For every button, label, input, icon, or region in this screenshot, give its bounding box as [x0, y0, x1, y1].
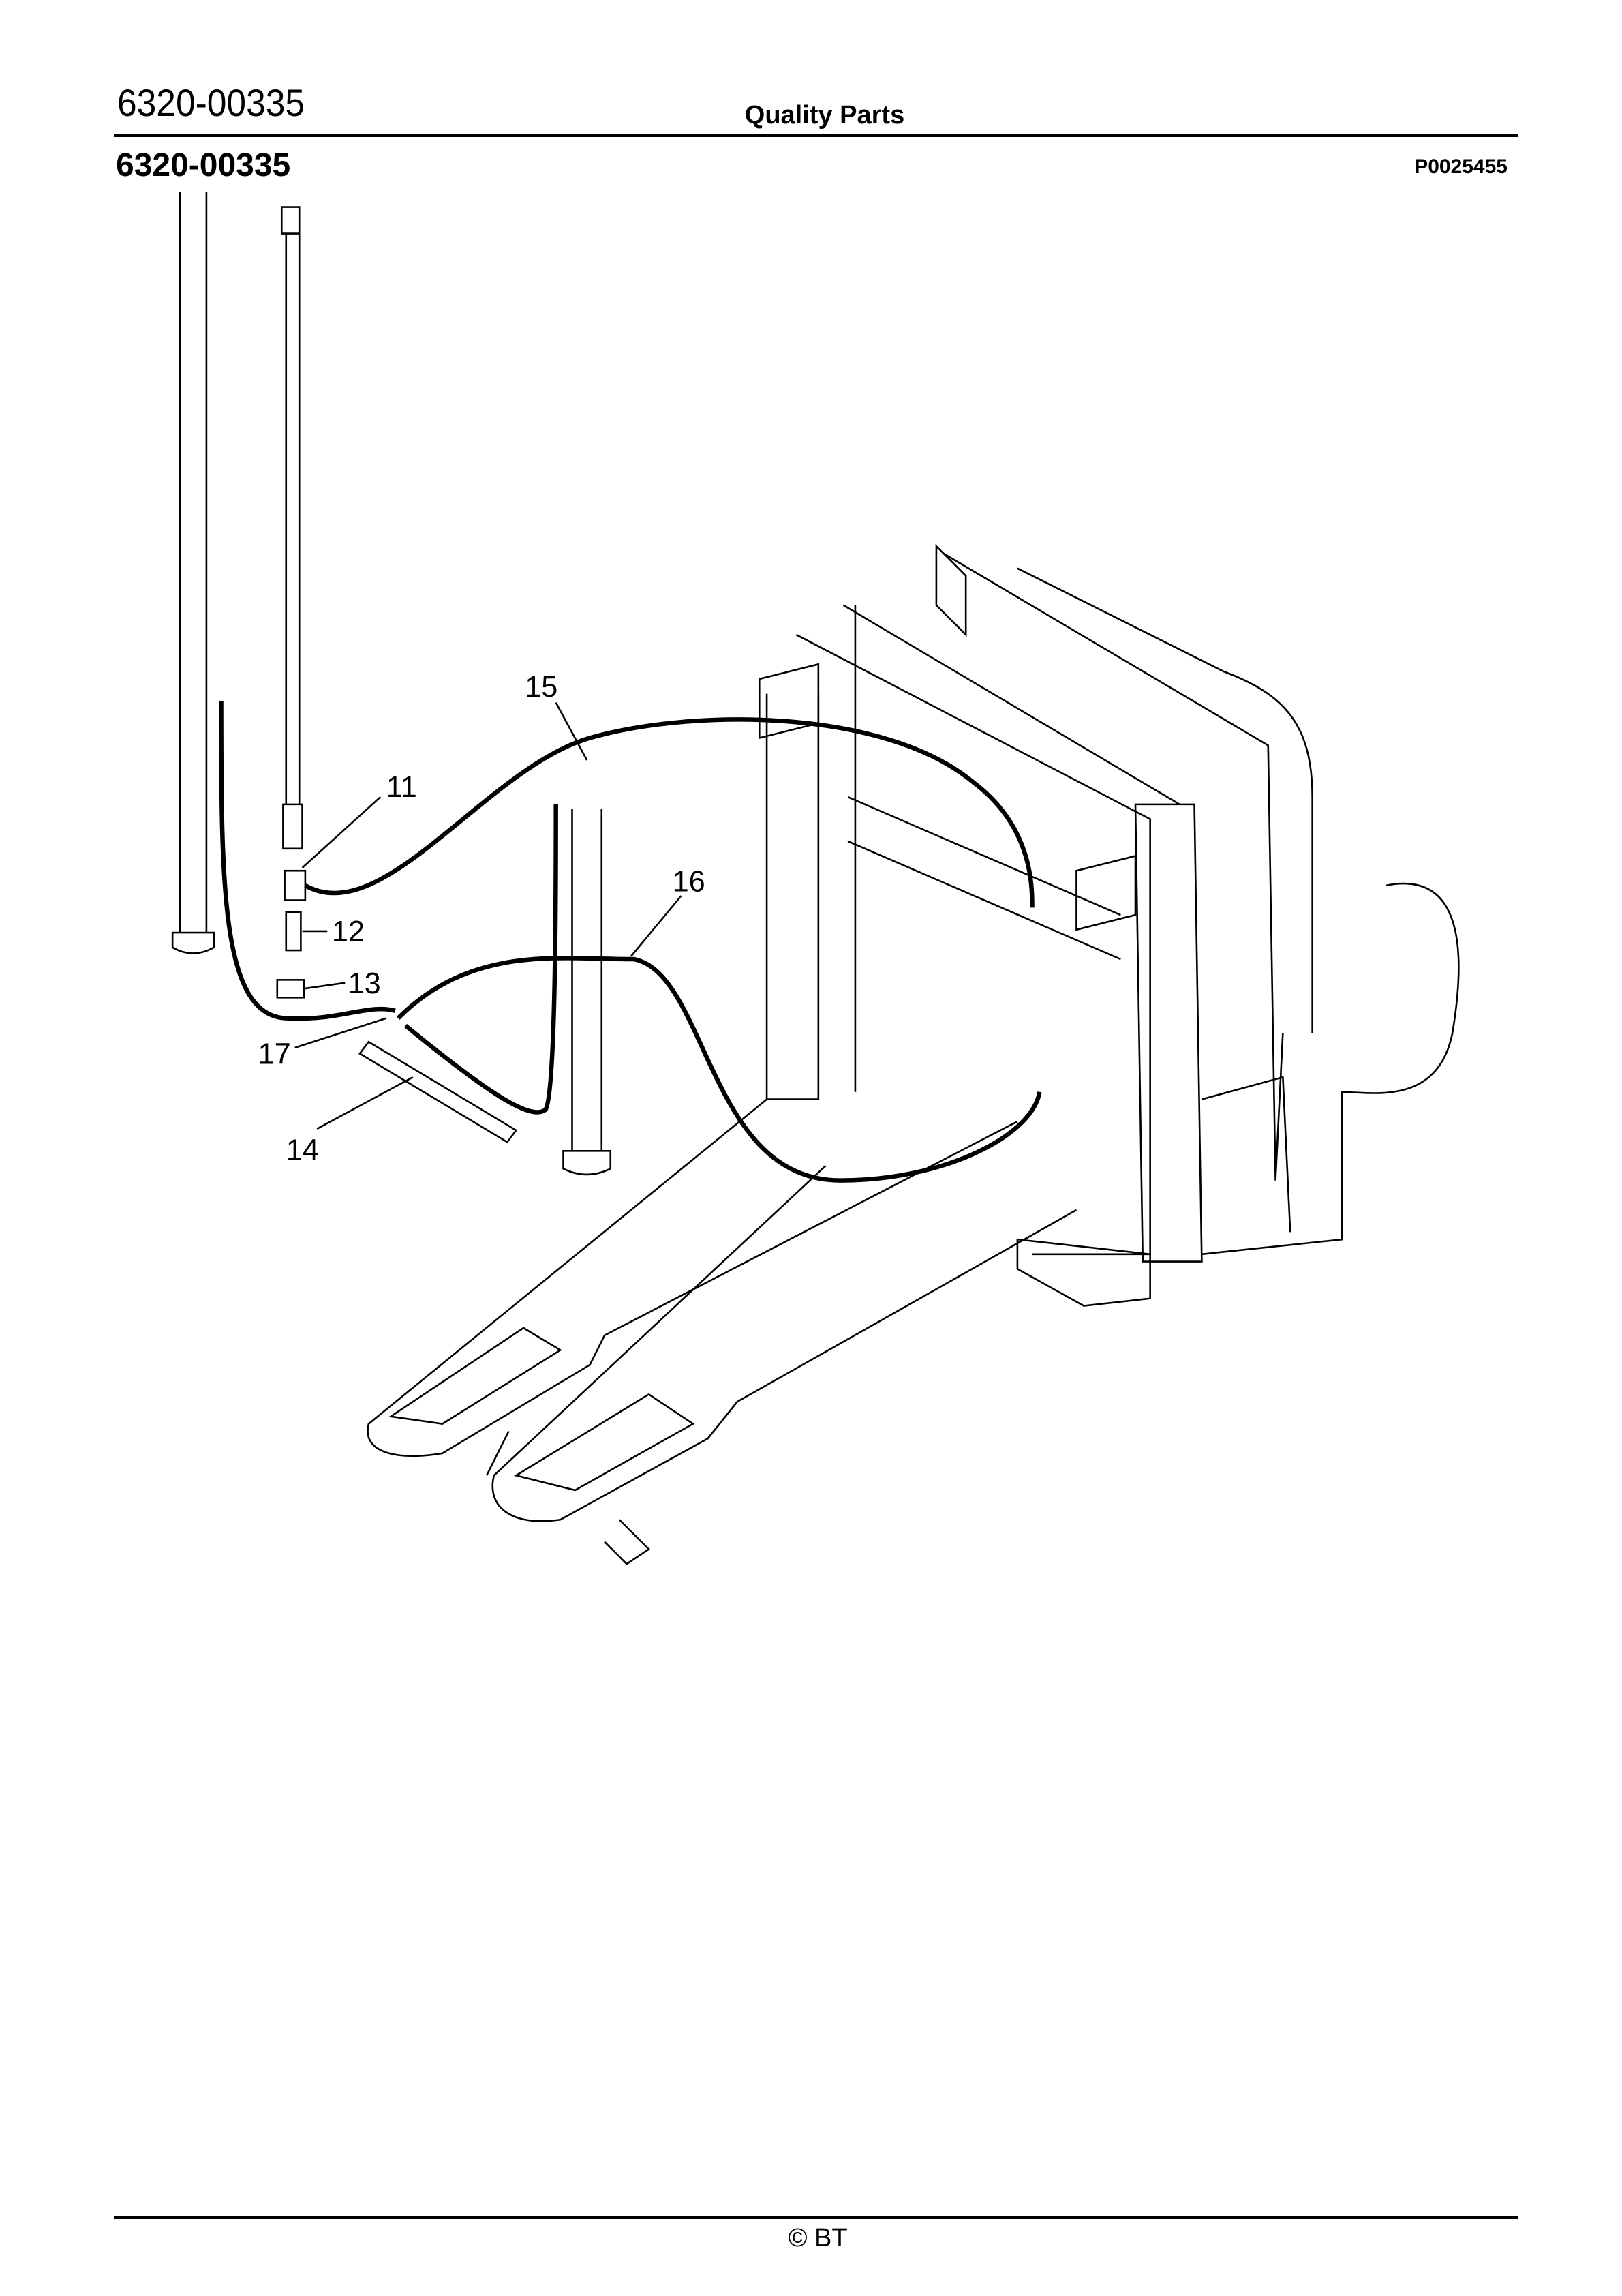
document-number: 6320-00335 [117, 81, 305, 124]
lift-cylinder-center [562, 809, 612, 1176]
copyright: © BT [788, 2224, 848, 2252]
mast-frame [758, 544, 1460, 1307]
callout-14: 14 [286, 1076, 414, 1166]
callout-12: 12 [302, 916, 365, 948]
section-number: 6320-00335 [116, 147, 291, 183]
hoses [219, 701, 1042, 1183]
callout-label: 13 [348, 967, 381, 1000]
header-title: Quality Parts [744, 101, 905, 130]
callout-label: 11 [386, 771, 417, 804]
callout-17: 17 [258, 1017, 387, 1071]
callout-11: 11 [301, 771, 417, 868]
pallet-forks [367, 1098, 1077, 1565]
callout-label: 15 [525, 671, 557, 704]
lift-cylinder-left [171, 192, 215, 954]
callout-label: 14 [286, 1134, 319, 1166]
callout-16: 16 [630, 866, 705, 957]
callout-15: 15 [525, 671, 588, 761]
callout-13: 13 [303, 967, 381, 1000]
callout-label: 12 [332, 916, 365, 948]
header-divider [114, 134, 1518, 137]
callout-label: 16 [673, 866, 705, 898]
piston-rod [280, 206, 303, 850]
footer-divider [114, 2216, 1518, 2219]
callout-label: 17 [258, 1038, 291, 1071]
fittings [276, 869, 518, 1144]
drawing-id: P0025455 [1414, 155, 1508, 178]
